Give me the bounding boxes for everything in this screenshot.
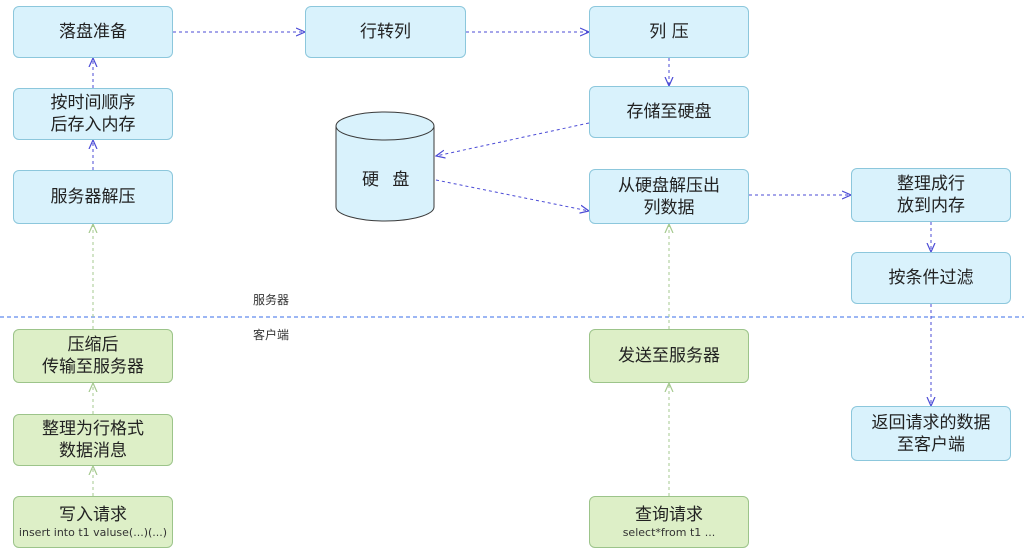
node-filter-by-condition-label: 按条件过滤 [888,268,974,288]
node-query-request-detail: select*from t1 ... [622,526,716,539]
node-organize-rows: 整理成行 放到内存 [851,168,1011,222]
node-compress-transmit: 压缩后 传输至服务器 [13,329,173,383]
client-zone-label: 客户端 [253,328,290,342]
node-compress-transmit-line2: 传输至服务器 [42,357,144,377]
node-query-request: 查询请求 select*from t1 ... [589,496,749,548]
node-sort-by-time-line2: 后存入内存 [50,115,136,135]
disk-label: 硬 盘 [362,170,414,190]
node-return-data-line1: 返回请求的数据 [871,412,991,433]
node-column-compress-label: 列 压 [649,22,689,42]
node-compress-transmit-line1: 压缩后 [67,335,119,355]
node-store-to-disk-label: 存储至硬盘 [626,102,712,122]
node-store-to-disk: 存储至硬盘 [589,86,749,138]
node-server-decompress: 服务器解压 [13,170,173,224]
node-decompress-from-disk-line1: 从硬盘解压出 [618,175,720,196]
node-send-to-server-label: 发送至服务器 [618,346,720,366]
arrow-disk-to-decompress [435,179,589,211]
node-organize-row-format: 整理为行格式 数据消息 [13,414,173,466]
node-return-data-line2: 至客户端 [897,434,965,455]
node-sort-by-time-line1: 按时间顺序 [50,93,136,113]
node-prepare-persist-label: 落盘准备 [59,22,127,42]
node-query-request-title: 查询请求 [635,505,703,525]
node-organize-row-format-line2: 数据消息 [59,441,127,461]
node-write-request: 写入请求 insert into t1 valuse(...)(...) [13,496,173,548]
node-decompress-from-disk: 从硬盘解压出 列数据 [589,169,749,224]
node-column-compress: 列 压 [589,6,749,58]
node-organize-row-format-line1: 整理为行格式 [42,419,144,439]
node-filter-by-condition: 按条件过滤 [851,252,1011,304]
node-row-to-column-label: 行转列 [360,22,411,42]
node-write-request-title: 写入请求 [59,505,127,525]
node-row-to-column: 行转列 [305,6,466,58]
node-send-to-server: 发送至服务器 [589,329,749,383]
node-write-request-detail: insert into t1 valuse(...)(...) [18,526,168,539]
node-decompress-from-disk-line2: 列数据 [643,197,695,218]
node-sort-by-time: 按时间顺序 后存入内存 [13,88,173,140]
disk-cylinder [335,111,435,222]
node-organize-rows-line1: 整理成行 [897,174,965,194]
node-organize-rows-line2: 放到内存 [897,196,965,216]
arrow-store-to-disk [436,122,590,156]
node-prepare-persist: 落盘准备 [13,6,173,58]
node-return-data: 返回请求的数据 至客户端 [851,406,1011,461]
server-zone-label: 服务器 [253,293,290,307]
node-server-decompress-label: 服务器解压 [50,187,136,207]
